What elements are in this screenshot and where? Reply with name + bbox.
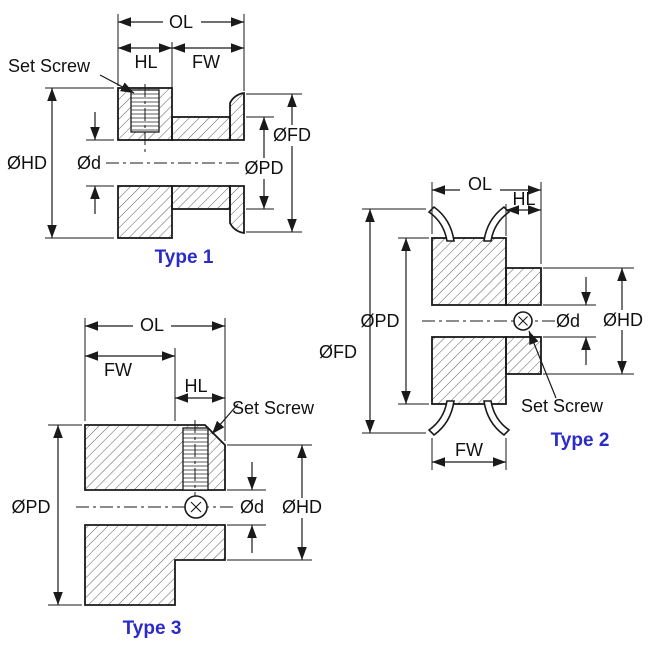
type3-hd-label: ØHD <box>282 497 322 517</box>
type3-set-screw-label: Set Screw <box>232 398 315 418</box>
type3-fw-label: FW <box>104 360 132 380</box>
type2-hl-label: HL <box>512 189 535 209</box>
type3-part-geometry <box>76 420 236 606</box>
type2-title: Type 2 <box>551 430 610 451</box>
type1-hl-label: HL <box>134 52 157 72</box>
type1-title: Type 1 <box>155 247 214 268</box>
type1-ol-label: OL <box>169 12 193 32</box>
type1-fd-label: ØFD <box>273 125 311 145</box>
type1-part-geometry <box>106 84 254 239</box>
type1-drawing: OL HL FW Set Screw ØHD Ød ØPD ØFD Type 1 <box>7 12 315 268</box>
type3-hl-label: HL <box>184 376 207 396</box>
type3-title: Type 3 <box>123 618 182 639</box>
type1-set-screw-label: Set Screw <box>8 56 91 76</box>
type2-set-screw-label: Set Screw <box>521 396 604 416</box>
type2-fd-label: ØFD <box>319 342 357 362</box>
type1-fw-label: FW <box>192 52 220 72</box>
type1-pd-label: ØPD <box>244 158 283 178</box>
type3-dimensions <box>48 317 327 606</box>
type3-pd-label: ØPD <box>11 497 50 517</box>
type2-bore-label: Ød <box>556 311 580 331</box>
type1-dimensions <box>45 13 315 239</box>
type3-drawing: OL FW HL Set Screw ØPD Ød ØHD Type 3 <box>11 315 327 639</box>
type2-dimensions <box>362 175 649 470</box>
type1-hd-label: ØHD <box>7 153 47 173</box>
type2-fw-label: FW <box>455 440 483 460</box>
type2-part-geometry <box>422 205 556 437</box>
type3-ol-label: OL <box>140 315 164 335</box>
type2-hd-label: ØHD <box>603 310 643 330</box>
type3-bore-label: Ød <box>240 497 264 517</box>
type2-drawing: OL HL ØPD ØFD Ød ØHD Set Screw FW Type 2 <box>319 174 649 470</box>
type2-pd-label: ØPD <box>360 311 399 331</box>
type2-ol-label: OL <box>468 174 492 194</box>
type1-bore-label: Ød <box>77 153 101 173</box>
